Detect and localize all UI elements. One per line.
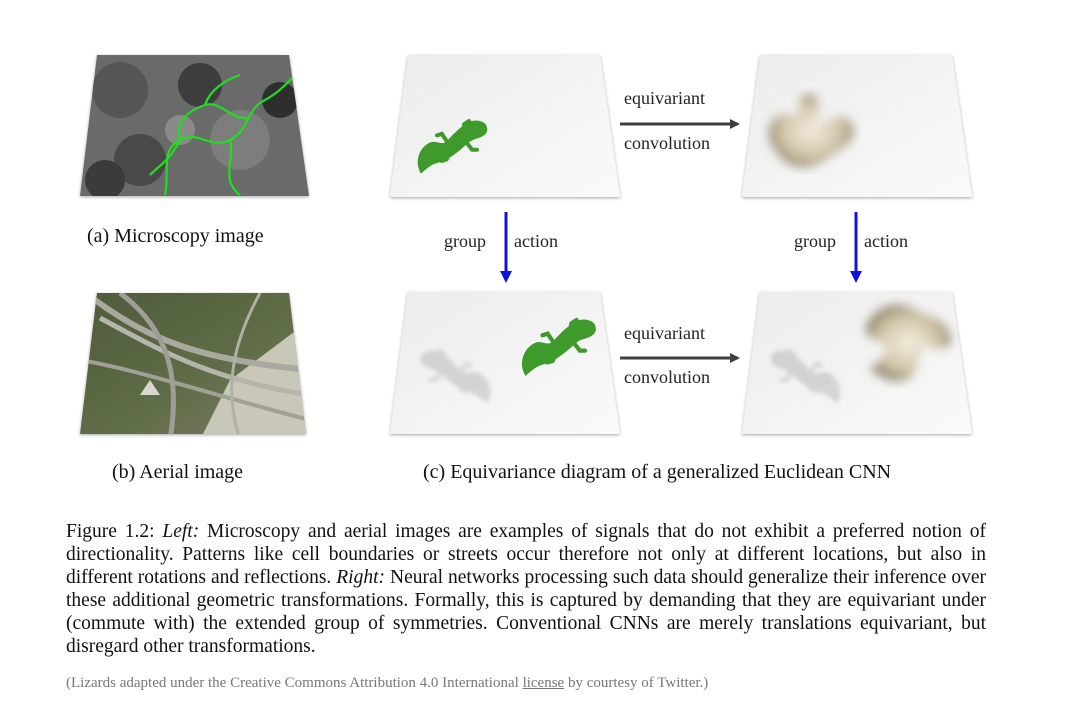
feature-map-blob — [768, 94, 854, 168]
right-vertical-label-group: group — [794, 231, 836, 251]
figure-caption: Figure 1.2: Left: Microscopy and aerial … — [66, 520, 986, 658]
bottom-arrow-label-1: equivariant — [624, 323, 705, 343]
bottom-arrow-label-2: convolution — [624, 367, 710, 387]
attribution-suffix: by courtesy of Twitter.) — [564, 675, 709, 691]
figure-label: Figure 1.2: — [66, 521, 155, 542]
plane-bottom-left — [390, 292, 620, 434]
aerial-caption: (b) Aerial image — [112, 461, 244, 483]
left-vertical-label-action: action — [514, 231, 558, 251]
left-vertical-label-group: group — [444, 231, 486, 251]
attribution-prefix: (Lizards adapted under the Creative Comm… — [66, 675, 523, 691]
license-link[interactable]: license — [522, 675, 565, 691]
microscopy-image — [80, 55, 309, 196]
feature-map-blob-rotated — [865, 304, 952, 382]
attribution-note: (Lizards adapted under the Creative Comm… — [66, 675, 708, 692]
plane-top-left — [390, 55, 620, 197]
top-arrow-label-2: convolution — [624, 133, 710, 153]
microscopy-caption: (a) Microscopy image — [87, 225, 264, 247]
diagram-caption: (c) Equivariance diagram of a generalize… — [423, 461, 892, 483]
aerial-image — [80, 293, 306, 434]
top-arrow-label-1: equivariant — [624, 88, 705, 108]
right-text: Neural networks processing such data sho… — [66, 567, 986, 657]
right-vertical-label-action: action — [864, 231, 908, 251]
left-text: Microscopy and aerial images are example… — [66, 521, 986, 588]
right-tag: Right: — [336, 567, 386, 588]
left-tag: Left: — [162, 521, 200, 542]
